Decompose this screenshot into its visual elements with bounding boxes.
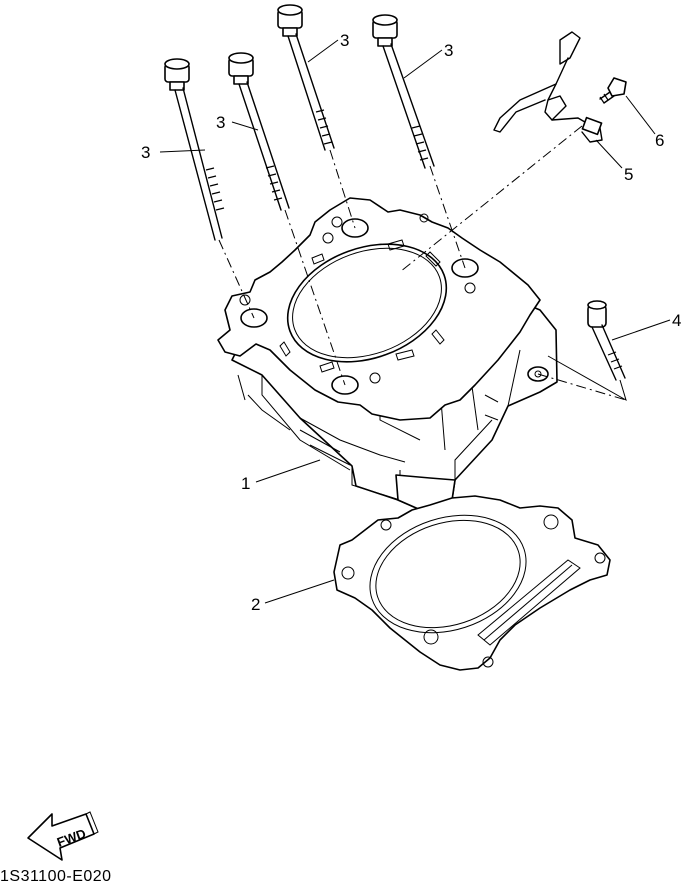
cylinder-part	[217, 197, 558, 515]
side-bolt-part	[587, 300, 626, 381]
assembly-centerlines	[218, 125, 627, 402]
callout-bracket: 5	[624, 165, 633, 184]
callout-bolt-b: 3	[216, 113, 225, 132]
callout-cylinder: 1	[241, 474, 250, 493]
callout-bolt-d: 3	[444, 41, 453, 60]
bracket-part	[493, 31, 603, 143]
bracket-bolt-part	[599, 77, 627, 104]
leader-lines	[159, 39, 671, 604]
callout-bolt-a: 3	[141, 143, 150, 162]
callout-bracket-bolt: 6	[655, 131, 664, 150]
base-gasket-part	[333, 495, 611, 671]
head-bolt-d	[372, 14, 435, 169]
head-bolt-b	[228, 52, 290, 211]
callout-gasket: 2	[251, 595, 260, 614]
diagram-code: 1S31100-E020	[0, 868, 112, 885]
head-bolt-a	[164, 58, 225, 241]
callout-side-bolt: 4	[672, 311, 681, 330]
forward-arrow-icon: FWD	[27, 811, 99, 861]
callout-bolt-c: 3	[340, 31, 349, 50]
head-bolt-c	[277, 4, 335, 151]
